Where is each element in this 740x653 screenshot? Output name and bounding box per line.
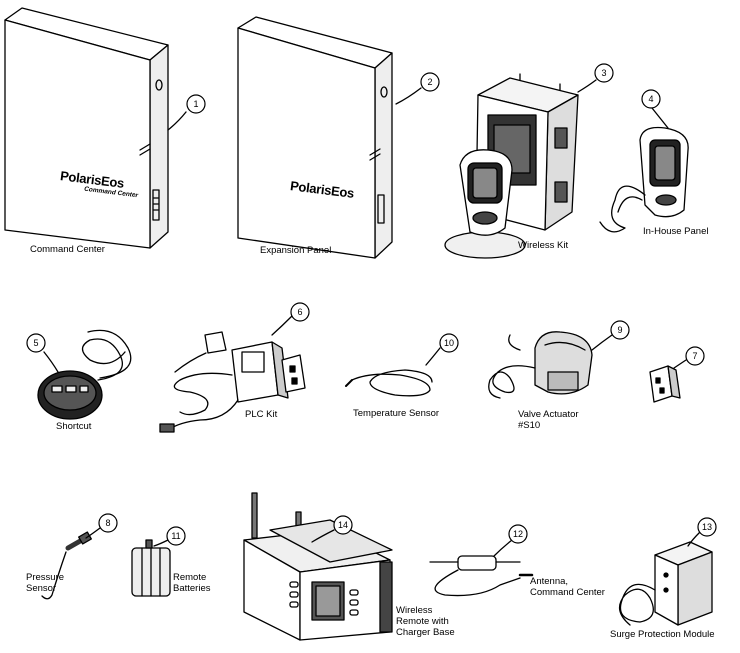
leader-10	[425, 347, 441, 366]
surge-protection-module	[618, 541, 713, 626]
callout-number-2: 2	[427, 77, 432, 87]
leader-7	[673, 359, 687, 369]
callout-8	[98, 513, 118, 533]
label-pressure-sensor: Pressure Sensor	[26, 572, 65, 594]
leader-6	[271, 315, 293, 336]
callout-number-10: 10	[444, 338, 454, 348]
callout-number-12: 12	[513, 529, 523, 539]
callout-7	[685, 346, 705, 366]
leader-4	[651, 107, 669, 129]
callout-number-13: 13	[702, 522, 712, 532]
label-plc-kit: PLC Kit	[245, 409, 278, 420]
leader-13	[687, 531, 701, 547]
wireless-remote-charger	[243, 492, 393, 641]
label-temperature-sensor: Temperature Sensor	[353, 408, 440, 419]
callout-number-14: 14	[338, 520, 348, 530]
callout-number-5: 5	[33, 338, 38, 348]
remote-batteries	[131, 539, 171, 597]
temperature-sensor	[345, 369, 433, 397]
wireless-kit-handheld	[444, 149, 526, 259]
callout-number-4: 4	[648, 94, 653, 104]
callout-4	[641, 89, 661, 109]
callout-14	[333, 515, 353, 535]
command-center-cabinet	[4, 7, 169, 249]
shortcut-keypad	[37, 329, 132, 420]
leader-9	[591, 334, 613, 351]
leader-5	[43, 351, 59, 373]
label-antenna: Antenna, Command Center	[530, 576, 605, 598]
callout-5	[26, 333, 46, 353]
label-wireless-remote: Wireless Remote with Charger Base	[396, 605, 455, 638]
leader-12	[493, 539, 513, 557]
callouts	[26, 63, 717, 546]
leader-11	[153, 539, 169, 547]
label-wireless-kit: Wireless Kit	[518, 240, 569, 251]
callout-2	[420, 72, 440, 92]
in-house-panel	[599, 126, 689, 233]
label-shortcut: Shortcut	[56, 421, 92, 432]
callout-9	[610, 320, 630, 340]
callout-number-6: 6	[297, 307, 302, 317]
callout-3	[594, 63, 614, 83]
label-expansion-panel: Expansion Panel	[260, 245, 332, 256]
label-remote-batteries: Remote Batteries	[173, 572, 211, 594]
plc-module	[649, 365, 681, 403]
plc-kit	[159, 331, 306, 433]
callout-10	[439, 333, 459, 353]
callout-number-8: 8	[105, 518, 110, 528]
callout-1	[186, 94, 206, 114]
callout-11	[166, 526, 186, 546]
leader-2	[395, 87, 422, 105]
label-valve-actuator: Valve Actuator #S10	[518, 409, 579, 431]
callout-12	[508, 524, 528, 544]
leader-3	[577, 79, 597, 93]
callout-number-7: 7	[692, 351, 697, 361]
valve-actuator	[488, 331, 593, 399]
label-command-center: Command Center	[30, 244, 105, 255]
callout-number-9: 9	[617, 325, 622, 335]
label-surge-protection-module: Surge Protection Module	[610, 629, 715, 640]
callout-number-1: 1	[193, 99, 198, 109]
leader-8	[85, 527, 101, 539]
leader-14	[311, 529, 335, 543]
expansion-panel-cabinet	[237, 16, 393, 259]
label-in-house-panel: In-House Panel	[643, 226, 709, 237]
callout-number-11: 11	[171, 531, 180, 541]
callout-13	[697, 517, 717, 537]
leader-1	[167, 111, 187, 131]
callout-number-3: 3	[601, 68, 606, 78]
callout-6	[290, 302, 310, 322]
antenna	[429, 555, 534, 597]
